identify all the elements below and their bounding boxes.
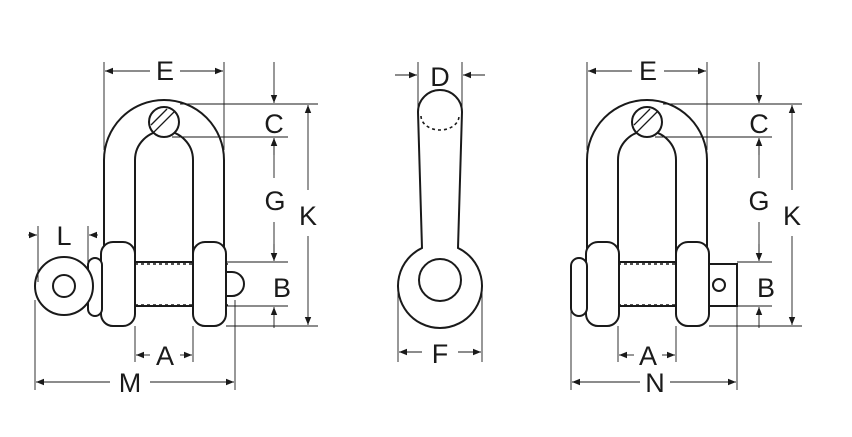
dim-label-b: B: [273, 273, 291, 303]
dim-label-m: M: [119, 368, 142, 398]
dim-label-b: B: [757, 273, 775, 303]
side-dimension-lines: [395, 62, 485, 362]
right-shackle-view: E C G K B A N: [570, 56, 802, 398]
left-dimension-lines: [28, 62, 318, 390]
dim-label-c: C: [264, 109, 284, 139]
side-shackle-view: D F: [395, 62, 485, 369]
right-shackle-body: [570, 99, 738, 327]
side-dimension-labels: D F: [430, 62, 450, 369]
dim-label-a: A: [156, 341, 174, 371]
dim-label-g: G: [748, 186, 769, 216]
dim-label-a: A: [639, 341, 657, 371]
dim-label-e: E: [156, 56, 174, 86]
dim-label-g: G: [264, 186, 285, 216]
dim-label-k: K: [783, 201, 801, 231]
left-shackle-body: [34, 99, 245, 327]
side-shackle-body: [397, 89, 483, 329]
right-dimension-lines: [570, 62, 802, 390]
left-dimension-labels: E C G K B L A M: [56, 56, 317, 398]
left-shackle-view: E C G K B L A M: [28, 56, 318, 398]
dim-label-l: L: [56, 221, 71, 251]
dim-label-d: D: [430, 62, 450, 92]
dim-label-k: K: [299, 201, 317, 231]
dim-label-f: F: [432, 339, 449, 369]
dim-label-e: E: [639, 56, 657, 86]
dim-label-n: N: [645, 368, 665, 398]
right-dimension-labels: E C G K B A N: [639, 56, 801, 398]
dim-label-c: C: [749, 109, 769, 139]
